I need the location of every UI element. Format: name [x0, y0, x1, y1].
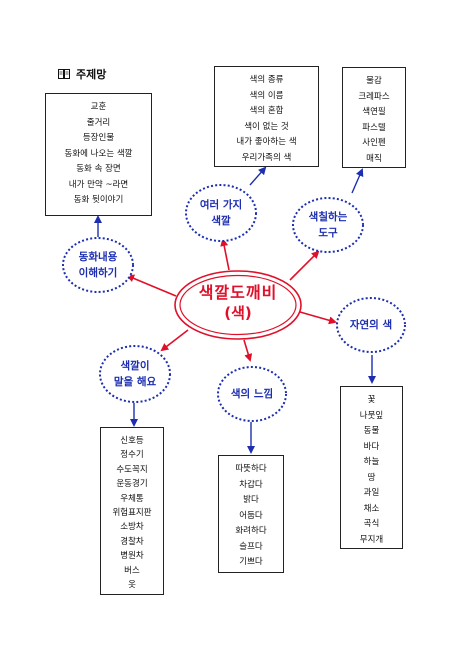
list-item: 수도꼭지 [116, 464, 148, 475]
list-item: 색이 없는 것 [244, 121, 289, 132]
box-feeling: 따뜻하다 차갑다 밝다 어둡다 화려하다 슬프다 기쁘다 [218, 455, 284, 573]
link-center-speak [160, 329, 189, 352]
link-center-feeling [243, 339, 253, 362]
list-item: 교훈 [90, 102, 107, 112]
list-item: 신호등 [120, 436, 144, 446]
box-tools: 물감 크레파스 색연필 파스텔 사인펜 매직 [342, 67, 406, 168]
list-item: 무지개 [359, 534, 384, 545]
list-item: 내가 좋아하는 색 [236, 137, 297, 147]
list-item: 색연필 [362, 107, 386, 117]
node-nature-line1: 자연의 색 [349, 319, 393, 331]
list-item: 경찰차 [120, 536, 144, 547]
page-title: 주제망 [76, 68, 107, 81]
link-center-tools [289, 250, 320, 281]
list-item: 하늘 [363, 457, 380, 467]
list-item: 동화에 나오는 색깔 [64, 148, 133, 159]
list-item: 색의 혼합 [249, 106, 284, 116]
list-item: 나뭇잎 [359, 410, 384, 421]
list-item: 땅 [367, 472, 376, 483]
list-item: 동물 [363, 426, 380, 436]
list-item: 밝다 [243, 495, 259, 505]
node-nature: 자연의 색 [337, 317, 405, 333]
node-various: 여러 가지 색깔 [186, 197, 256, 229]
node-various-line2: 색깔 [211, 215, 231, 227]
section-header: 주제망 [58, 66, 106, 82]
list-item: 슬프다 [239, 541, 263, 552]
center-topic: 색깔도깨비 (색) [178, 283, 298, 323]
box-speak: 신호등 정수기 수도꼭지 운동경기 우체통 위험표지판 소방차 경찰차 병원차 … [100, 427, 164, 595]
list-item: 색의 종류 [249, 75, 284, 85]
list-item: 과일 [363, 488, 380, 498]
list-item: 물감 [366, 76, 382, 86]
list-item: 소방차 [120, 522, 144, 533]
list-item: 동화 속 장면 [76, 164, 121, 174]
node-speak-line2: 말을 해요 [113, 376, 157, 388]
node-understand: 동화내용 이해하기 [63, 249, 133, 281]
list-item: 화려하다 [235, 526, 267, 536]
node-speak-line1: 색깔이 [120, 360, 150, 372]
list-item: 매직 [366, 153, 382, 164]
list-item: 우리가족의 색 [241, 152, 292, 163]
box-understand: 교훈 줄거리 등장인물 동화에 나오는 색깔 동화 속 장면 내가 만약 ~라면… [45, 93, 152, 216]
node-understand-line1: 동화내용 [78, 251, 118, 263]
list-item: 채소 [363, 503, 380, 514]
node-feeling: 색의 느낌 [218, 386, 286, 402]
center-inner-ellipse [179, 274, 297, 336]
list-item: 곡식 [363, 519, 380, 529]
list-item: 사인펜 [362, 138, 386, 148]
list-item: 꽃 [367, 395, 376, 405]
link-center-understand [126, 274, 177, 297]
node-tools-line1: 색칠하는 [308, 211, 348, 223]
link-center-various [220, 238, 230, 271]
node-speak-circle [99, 345, 171, 403]
list-item: 색의 이름 [249, 90, 284, 101]
node-speak: 색깔이 말을 해요 [100, 358, 170, 390]
node-nature-circle [336, 297, 406, 353]
link-center-nature [299, 311, 337, 325]
list-item: 따뜻하다 [235, 464, 267, 474]
list-item: 병원차 [120, 551, 144, 562]
link-various-box [249, 166, 267, 186]
book-icon [58, 69, 70, 79]
list-item: 파스텔 [362, 122, 386, 133]
list-item: 줄거리 [86, 117, 111, 128]
list-item: 정수기 [120, 450, 144, 461]
list-item: 바다 [363, 441, 380, 452]
link-tools-box [351, 168, 364, 194]
list-item: 기쁘다 [239, 557, 263, 567]
node-understand-line2: 이해하기 [78, 267, 118, 279]
list-item: 위험표지판 [112, 508, 152, 519]
node-tools-circle [292, 197, 364, 253]
list-item: 크레파스 [358, 91, 390, 102]
node-various-circle [185, 184, 257, 242]
center-subtitle: (색) [224, 304, 252, 322]
node-feeling-circle [217, 366, 287, 422]
list-item: 등장인물 [82, 133, 115, 143]
list-item: 내가 만약 ~라면 [68, 179, 129, 190]
node-tools-line2: 도구 [318, 227, 338, 239]
box-nature: 꽃 나뭇잎 동물 바다 하늘 땅 과일 채소 곡식 무지개 [340, 386, 403, 549]
node-feeling-line1: 색의 느낌 [230, 388, 274, 400]
list-item: 차갑다 [239, 479, 263, 490]
center-outer-ellipse [174, 270, 302, 340]
list-item: 버스 [124, 565, 140, 576]
list-item: 어둡다 [239, 510, 263, 521]
box-various: 색의 종류 색의 이름 색의 혼합 색이 없는 것 내가 좋아하는 색 우리가족… [214, 66, 319, 167]
list-item: 우체통 [120, 493, 144, 504]
list-item: 옷 [128, 580, 136, 591]
node-tools: 색칠하는 도구 [293, 209, 363, 241]
node-various-line1: 여러 가지 [199, 199, 243, 211]
node-understand-circle [62, 237, 134, 293]
list-item: 운동경기 [116, 479, 148, 490]
list-item: 동화 뒷이야기 [73, 195, 124, 205]
center-title: 색깔도깨비 [198, 283, 278, 302]
